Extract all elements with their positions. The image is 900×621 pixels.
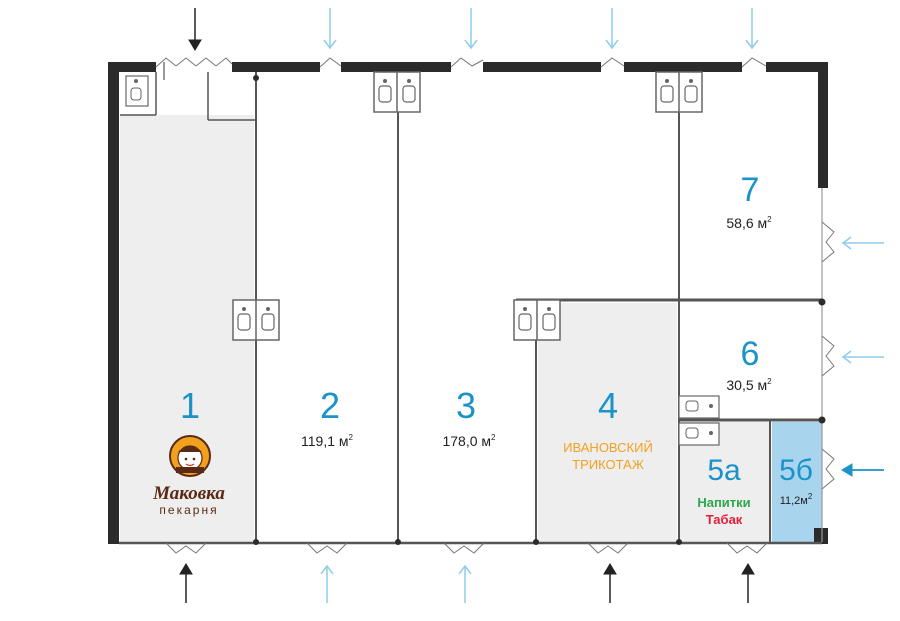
unit-number-4: 4 xyxy=(598,385,618,426)
unit-area-5b: 11,2м2 xyxy=(780,492,813,507)
unit-area-2: 119,1 м2 xyxy=(301,433,354,449)
unit-5b-fill xyxy=(772,422,822,542)
napitki-label: Напитки xyxy=(697,495,750,510)
unit-number-2: 2 xyxy=(320,385,340,426)
entrance-arrows-bottom-dark xyxy=(179,563,755,603)
unit-number-1: 1 xyxy=(180,385,200,426)
bottom-doors xyxy=(165,542,768,554)
unit-area-7-value: 58,6 м xyxy=(726,215,767,231)
makovka-logo xyxy=(169,435,211,477)
entrance-arrows-right-light xyxy=(841,236,884,364)
area-superscript: 2 xyxy=(349,433,354,442)
unit-number-5a: 5а xyxy=(707,454,741,487)
makovka-subtitle: пекарня xyxy=(159,503,218,517)
outer-walls xyxy=(108,62,828,544)
unit-area-3-value: 178,0 м xyxy=(442,433,491,449)
unit-area-5b-value: 11,2м xyxy=(780,495,808,507)
entrance-arrow-right-5b xyxy=(841,463,884,477)
unit-area-6-value: 30,5 м xyxy=(726,377,767,393)
ivanovsky-line2: ТРИКОТАЖ xyxy=(572,457,644,472)
unit-number-6: 6 xyxy=(741,335,760,373)
unit-area-3: 178,0 м2 xyxy=(442,433,496,449)
entrance-arrows-top-light xyxy=(323,8,759,50)
wc-block-mid-4 xyxy=(513,299,561,341)
area-superscript: 2 xyxy=(808,492,813,501)
ivanovsky-line1: ИВАНОВСКИЙ xyxy=(563,440,653,455)
wc-block-top-2-3 xyxy=(373,71,421,113)
makovka-name: Маковка xyxy=(152,483,225,504)
wc-block-unit-5a xyxy=(678,395,720,446)
wc-block-unit1 xyxy=(125,75,149,107)
unit-number-5b: 5б xyxy=(779,454,813,487)
right-doors xyxy=(821,221,835,490)
wc-block-mid-1-2 xyxy=(232,299,280,341)
entrance-arrow-top-1 xyxy=(188,8,202,51)
unit-area-6: 30,5 м2 xyxy=(726,377,772,393)
area-superscript: 2 xyxy=(767,215,772,224)
unit-number-3: 3 xyxy=(456,385,476,426)
unit-area-7: 58,6 м2 xyxy=(726,215,772,231)
unit-number-7: 7 xyxy=(741,171,760,209)
unit-area-2-value: 119,1 м xyxy=(301,433,349,449)
entrance-arrows-bottom-light xyxy=(320,564,472,603)
area-superscript: 2 xyxy=(767,377,772,386)
area-superscript: 2 xyxy=(491,433,496,442)
wc-block-top-3-4 xyxy=(655,71,703,113)
tabak-label: Табак xyxy=(706,512,743,527)
top-doors xyxy=(155,57,767,80)
unit-4-fill xyxy=(538,303,677,542)
